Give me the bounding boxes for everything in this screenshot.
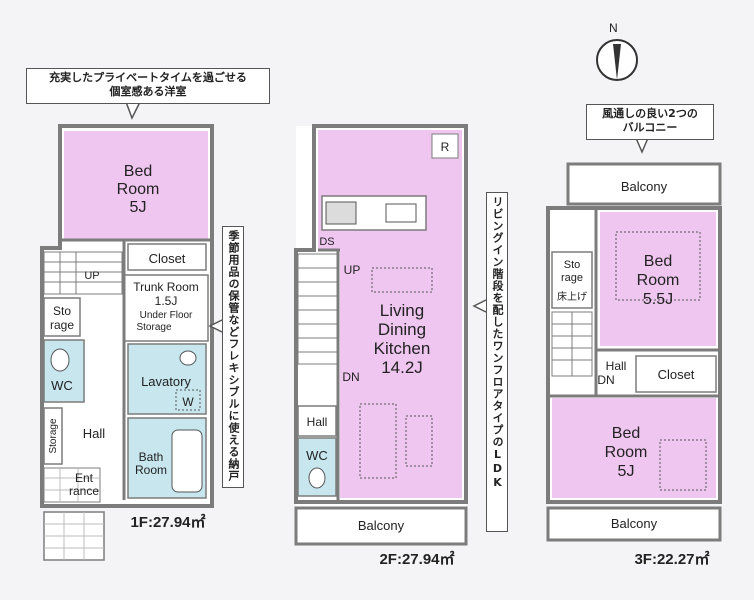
f3-floor-raise: 床上げ <box>557 290 587 303</box>
f1-storage-vertical: Storage <box>48 418 59 453</box>
f3-callout: 風通しの良い2つの バルコニー <box>586 104 714 140</box>
f2-staircase <box>297 253 339 365</box>
f3-dn-label: DN <box>597 373 614 387</box>
f2-area-label: 2F:27.94㎡ <box>379 550 454 568</box>
f3-callout-line-2: バルコニー <box>622 121 678 134</box>
f1-hall-label: Hall <box>83 426 106 441</box>
f2-wc-label: WC <box>306 448 328 463</box>
f3-balcony-top-label: Balcony <box>621 179 668 194</box>
f1-trunk-room-4: Storage <box>136 322 171 333</box>
f3-bedroom-b-2: Room <box>605 444 648 461</box>
f3-bedroom-a-2: Room <box>637 272 680 289</box>
f2-up-label: UP <box>344 263 361 277</box>
f1-callout-line-2: 個室感ある洋室 <box>109 85 187 98</box>
f1-wc-label: WC <box>51 378 73 393</box>
f3-storage <box>551 251 593 309</box>
f3-closet-label: Closet <box>658 367 695 382</box>
f1-entrance-2: rance <box>69 484 99 498</box>
f3-bedroom-b-1: Bed <box>612 425 640 442</box>
f2-ldk-size: 14.2J <box>381 358 423 377</box>
f1-trunk-room-size: 1.5J <box>155 294 178 308</box>
f3-closet <box>635 355 717 393</box>
f1-lavatory-label: Lavatory <box>141 374 191 389</box>
f1-bedroom-size: 5J <box>130 199 147 216</box>
f1-entrance <box>43 467 101 503</box>
f3-bedroom-b <box>552 398 716 498</box>
f2-balcony-label: Balcony <box>358 518 405 533</box>
f1-washer-label: W <box>182 395 194 409</box>
f3-staircase <box>551 311 593 377</box>
f1-area-label: 1F:27.94㎡ <box>130 513 205 531</box>
floor-2 <box>294 124 468 546</box>
f2-balcony <box>294 506 468 546</box>
f2-hall-label: Hall <box>307 415 328 429</box>
f1-bedroom <box>64 131 208 240</box>
f3-area-label: 3F:22.27㎡ <box>634 550 709 568</box>
f2-ldk-1: Living <box>380 301 424 320</box>
f3-bedroom-a <box>600 212 716 346</box>
f3-bedroom-a-1: Bed <box>644 253 672 270</box>
f2-dn-label: DN <box>342 370 359 384</box>
f1-trunk-room-1: Trunk Room <box>133 280 199 294</box>
f1-closet <box>127 243 207 271</box>
f1-callout-line-1: 充実したプライベートタイムを過ごせる <box>49 71 247 84</box>
f2-ldk-callout-text: リビングイン階段を配したワンフロアタイプのLDK <box>491 196 504 490</box>
f2-refrigerator <box>431 133 459 159</box>
f1-storage-callout-text: 季節用品の保管などフレキシブルに使える納戸 <box>227 230 240 482</box>
f3-storage-2: rage <box>561 272 583 284</box>
f3-hall-label: Hall <box>606 359 627 373</box>
floor-3 <box>546 162 722 542</box>
f1-closet-label: Closet <box>149 251 186 266</box>
f1-trunk-room <box>123 274 209 342</box>
f3-callout-line-1: 風通しの良い2つの <box>602 107 698 120</box>
f3-balcony-bottom-label: Balcony <box>611 516 658 531</box>
f1-entrance-1: Ent <box>75 471 94 485</box>
f2-ldk-2: Dining <box>378 320 426 339</box>
f3-balcony-top <box>566 162 722 206</box>
f1-up-label: UP <box>84 270 99 282</box>
f1-bedroom-name-1: Bed <box>124 163 152 180</box>
f2-ldk-3: Kitchen <box>374 339 431 358</box>
f3-bedroom-a-size: 5.5J <box>643 291 673 308</box>
f2-hall <box>297 405 337 437</box>
f1-bath-2: Room <box>135 463 167 477</box>
f1-callout: 充実したプライベートタイムを過ごせる 個室感ある洋室 <box>26 68 270 104</box>
f1-storage-callout: 季節用品の保管などフレキシブルに使える納戸 <box>222 226 244 488</box>
f2-ds-label: DS <box>319 236 334 248</box>
f3-bedroom-b-size: 5J <box>618 463 635 480</box>
f3-balcony-bottom <box>546 506 722 542</box>
f3-storage-1: Sto <box>564 259 581 271</box>
f1-storage-top-2: rage <box>50 318 74 332</box>
floor-1 <box>40 124 214 561</box>
compass-icon: N <box>596 21 638 81</box>
f2-ldk-callout: リビングイン階段を配したワンフロアタイプのLDK <box>486 192 508 532</box>
f2-refrigerator-label: R <box>441 140 450 154</box>
f1-bedroom-name-2: Room <box>117 181 160 198</box>
f1-trunk-room-3: Under Floor <box>140 310 193 321</box>
f1-bath-1: Bath <box>139 450 164 464</box>
f1-storage-top-1: Sto <box>53 304 71 318</box>
compass-label: N <box>609 21 618 35</box>
